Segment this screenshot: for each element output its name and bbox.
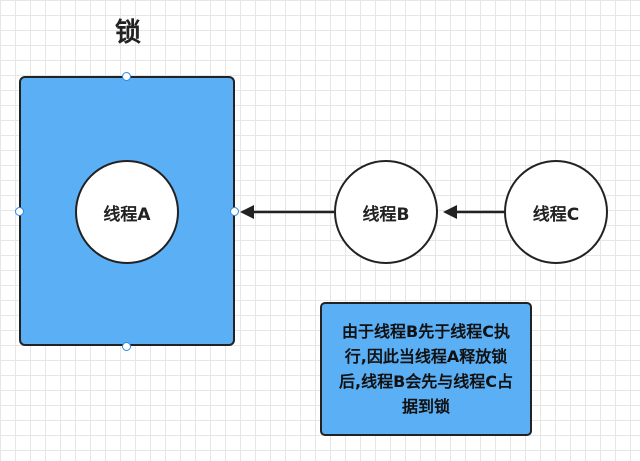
resize-handle-left[interactable] xyxy=(15,207,24,216)
thread-c-node[interactable]: 线程C xyxy=(504,160,608,264)
lock-title: 锁 xyxy=(114,18,141,48)
thread-b-node[interactable]: 线程B xyxy=(334,160,438,264)
arrowhead-lock xyxy=(240,205,254,219)
resize-handle-top[interactable] xyxy=(122,72,131,81)
explanation-note[interactable]: 由于线程B先于线程C执行,因此当线程A释放锁后,线程B会先与线程C占据到锁 xyxy=(320,302,532,436)
resize-handle-right[interactable] xyxy=(230,207,239,216)
thread-a-node[interactable]: 线程A xyxy=(75,160,179,264)
resize-handle-bottom[interactable] xyxy=(122,342,131,351)
arrowhead-b xyxy=(443,205,457,219)
